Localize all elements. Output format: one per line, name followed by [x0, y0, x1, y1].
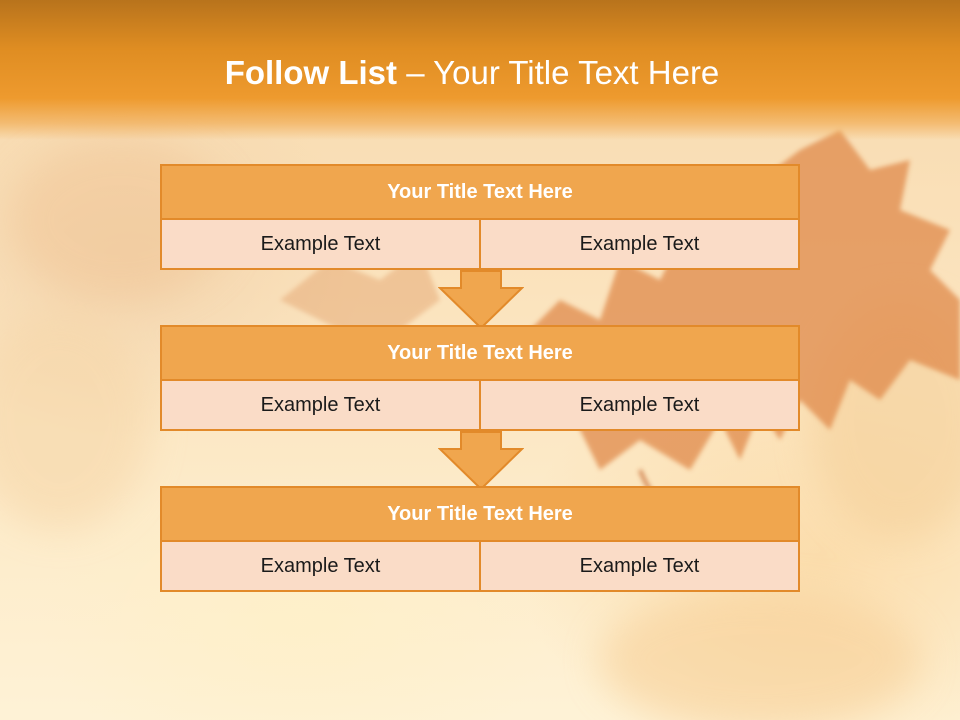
down-arrow-icon: [438, 431, 524, 491]
block-title: Your Title Text Here: [160, 164, 800, 220]
slide-title: Follow List – Your Title Text Here: [0, 54, 944, 92]
slide-title-bold: Follow List: [224, 54, 398, 91]
list-block-2: Your Title Text Here Example Text Exampl…: [160, 325, 800, 431]
block-cell-left: Example Text: [160, 542, 481, 592]
block-cell-right: Example Text: [481, 542, 800, 592]
list-block-3: Your Title Text Here Example Text Exampl…: [160, 486, 800, 592]
slide-title-rest: – Your Title Text Here: [397, 54, 720, 91]
block-cell-right: Example Text: [481, 381, 800, 431]
block-title: Your Title Text Here: [160, 325, 800, 381]
block-title: Your Title Text Here: [160, 486, 800, 542]
down-arrow-icon: [438, 270, 524, 330]
block-cell-left: Example Text: [160, 220, 481, 270]
block-row: Example Text Example Text: [160, 220, 800, 270]
block-row: Example Text Example Text: [160, 542, 800, 592]
block-row: Example Text Example Text: [160, 381, 800, 431]
list-block-1: Your Title Text Here Example Text Exampl…: [160, 164, 800, 270]
block-cell-right: Example Text: [481, 220, 800, 270]
block-cell-left: Example Text: [160, 381, 481, 431]
title-band: [0, 0, 960, 140]
